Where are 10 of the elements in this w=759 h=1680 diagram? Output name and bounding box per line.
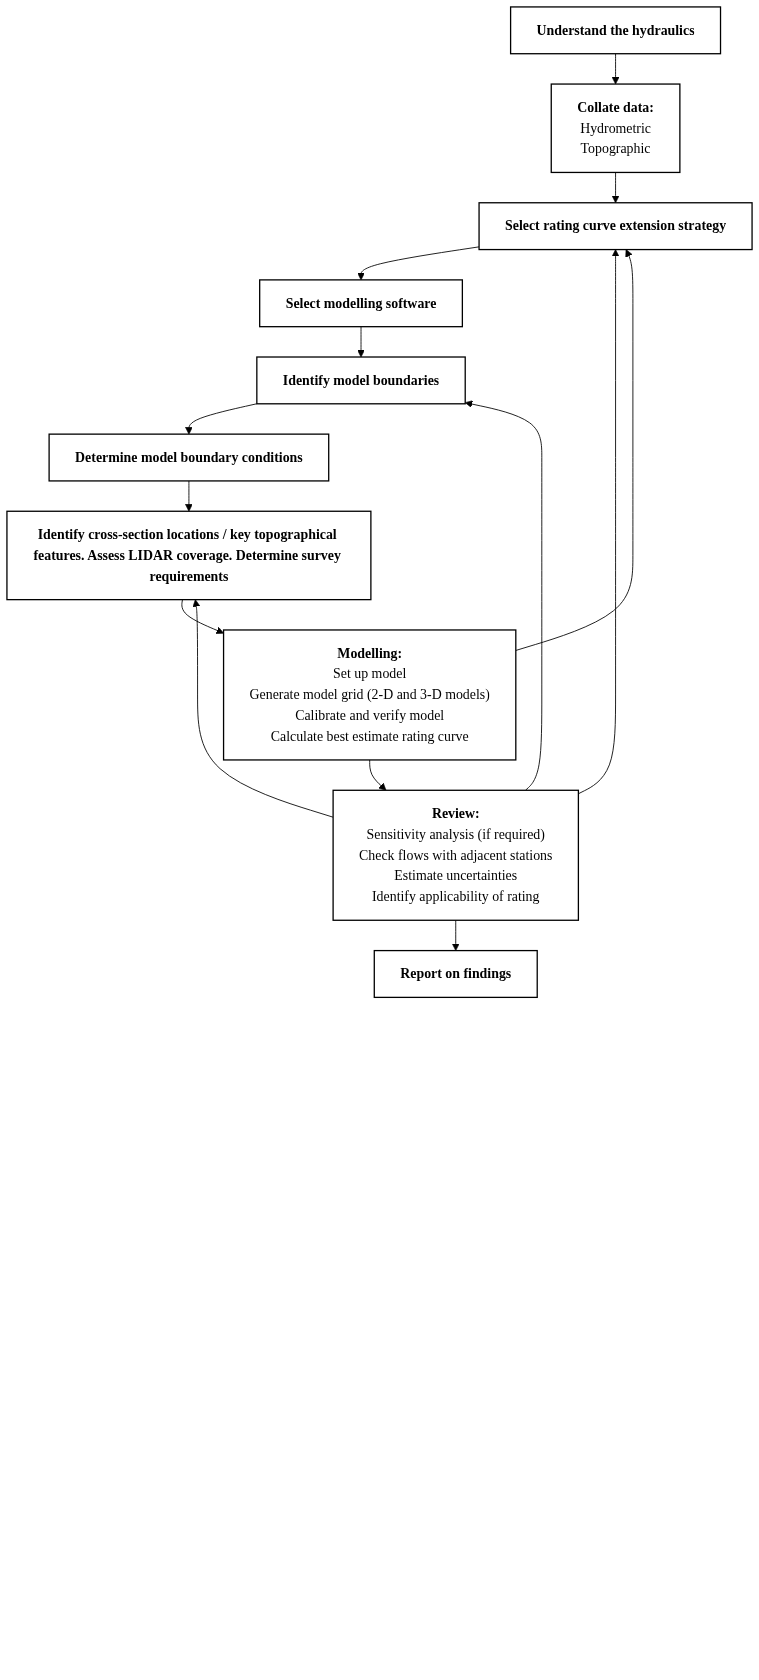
node-box: Identify model boundaries — [256, 356, 466, 405]
node-box: Collate data: Hydrometric Topographic — [550, 83, 681, 174]
node-box: Determine model boundary conditions — [48, 433, 330, 482]
node-box: Select modelling software — [259, 279, 463, 328]
node-box: Identify cross-section locations / key topographical features. Assess LIDAR coverage. Determine survey requirements — [6, 510, 372, 601]
node-box: Report on findings — [373, 949, 538, 999]
node-box: Modelling: Set up model Generate model grid (2-D and 3-D models) Calibrate and verify model Calculate best estimate rating curve — [222, 629, 517, 761]
node-box: Review: Sensitivity analysis (if required) Check flows with adjacent stations Estimate uncertainties Identify applicability of rating — [332, 789, 580, 921]
node-box: Select rating curve extension strategy — [478, 202, 753, 251]
node-box: Understand the hydraulics — [509, 6, 722, 55]
